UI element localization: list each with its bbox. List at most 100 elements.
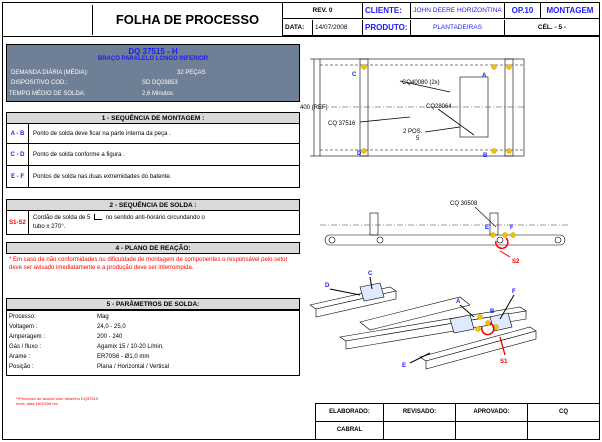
operation: OP.10 (505, 3, 541, 19)
approved-label: APROVADO: (455, 403, 527, 421)
param-label: Processo: (9, 314, 36, 320)
assembly-step: E - F Pontos de solda nas duas extremida… (6, 166, 300, 188)
part-code: DQ 37515 - H (128, 47, 178, 56)
step-text: Pontos de solda nas duas extremidades do… (33, 173, 172, 180)
param-row: Processo: Mag (7, 313, 299, 323)
label-cq37516: CQ 37516 (328, 121, 356, 127)
weld-symbol-icon (94, 214, 103, 221)
param-label: Amperagem : (9, 334, 46, 340)
drawing-svg: 400 (REF) C A D B CQ40080 (2x) CQ28064 C… (300, 58, 570, 370)
step-label: A - B (7, 124, 29, 143)
client-label: CLIENTE: (363, 3, 411, 19)
avg-time-value: 2,6 Minutos (142, 91, 174, 97)
reviewed-label: REVISADO: (383, 403, 455, 421)
weld-text-line1b: no sentido anti-horário circundando o (105, 215, 205, 221)
label-b-iso: B (490, 309, 495, 315)
label-position-number: 5 (416, 136, 420, 142)
param-label: Posição : (9, 364, 34, 370)
daily-demand-row: DEMANDA DIÁRIA (MÉDIA): 32 PEÇAS (7, 69, 301, 79)
param-value: Plana / Horizontal / Vertical (97, 364, 170, 370)
approved-name (455, 421, 527, 439)
ref-dimension: 400 (REF) (300, 105, 328, 111)
params-section-title: 5 - PARÂMETROS DE SOLDA: (6, 298, 300, 310)
reaction-text: * Em caso de não conformidades ou dificu… (9, 257, 288, 271)
weld-points-side (490, 232, 516, 238)
label-f-iso: F (512, 289, 516, 295)
part-info-panel: DQ 37515 - H BRAÇO PARALELO LONGO INFERI… (6, 44, 300, 102)
top-view (310, 58, 525, 157)
device-label: DISPOSITIVO COD.: (11, 80, 68, 86)
label-s2: S2 (512, 259, 520, 265)
param-row: Arame :ER70S6 - Ø1,0 mm (7, 353, 299, 363)
weld-points-iso (475, 314, 499, 332)
param-value: 24,0 - 25,0 (97, 324, 126, 330)
step-label: C - D (7, 144, 29, 165)
param-row: Amperagem : 200 - 240 (7, 333, 299, 343)
label-cq40080: CQ40080 (2x) (402, 80, 440, 86)
approval-footer: ELABORADO: REVISADO: APROVADO: CQ CABRAL (315, 403, 599, 439)
label-c-iso: C (368, 271, 373, 277)
operation-type: MONTAGEM (541, 3, 599, 19)
reviewed-name (383, 421, 455, 439)
label-b: B (483, 153, 488, 159)
device-row: DISPOSITIVO COD.: SD DQ28853 (7, 79, 301, 89)
assembly-step: A - B Ponto de solda deve ficar na parte… (6, 124, 300, 144)
param-value: Mag (97, 314, 109, 320)
part-description: BRAÇO PARALELO LONGO INFERIOR (97, 56, 209, 62)
daily-demand-label: DEMANDA DIÁRIA (MÉDIA): (11, 70, 89, 76)
step-text: Ponto de solda conforme a figura . (33, 151, 125, 158)
weld-text: Cordão de solda de 5 no sentido anti-hor… (33, 214, 205, 232)
client-value: JOHN DEERE HORIZONTINA (411, 3, 505, 19)
label-d-iso: D (325, 283, 330, 289)
avg-time-row: TEMPO MÉDIO DE SOLDA: 2,6 Minutos (7, 90, 301, 100)
weld-text-line1: Cordão de solda de 5 (33, 215, 91, 221)
step-text: Ponto de solda deve ficar na parte inter… (33, 130, 171, 137)
label-e-iso: E (402, 363, 406, 369)
label-c: C (352, 72, 357, 78)
logo (5, 5, 93, 35)
welding-step: S1-S2 Cordão de solda de 5 no sentido an… (6, 211, 300, 235)
label-s1: S1 (500, 359, 508, 365)
param-value: Agamix 15 / 10-20 L/min. (97, 344, 164, 350)
assembly-step: C - D Ponto de solda conforme a figura . (6, 144, 300, 166)
step-label: E - F (7, 166, 29, 187)
label-positions: 2 POS. (403, 129, 423, 135)
welding-section-title: 2 - SEQUÊNCIA DE SOLDA : (6, 199, 300, 211)
weld-label: S1-S2 (7, 211, 29, 234)
date-label: DATA: (283, 20, 313, 36)
weld-points-top (361, 64, 512, 154)
product-label: PRODUTO: (363, 20, 411, 36)
param-value: ER70S6 - Ø1,0 mm (97, 354, 150, 360)
param-label: Voltagem : (9, 324, 38, 330)
document-title: FOLHA DE PROCESSO (93, 3, 283, 36)
date-value: 14/07/2008 (313, 20, 363, 36)
assembly-section-title: 1 - SEQUÊNCIA DE MONTAGEM : (6, 112, 300, 124)
daily-demand-value: 32 PEÇAS (177, 70, 206, 76)
param-row: Gás / fluxo : Agamix 15 / 10-20 L/min. (7, 343, 299, 353)
label-a: A (482, 73, 487, 79)
param-row: Voltagem : 24,0 - 25,0 (7, 323, 299, 333)
side-view (320, 212, 570, 246)
product-value: PLANTADEIRAS (411, 20, 505, 36)
label-cq28064: CQ28064 (426, 104, 452, 110)
revision: REV. 0 (283, 3, 363, 19)
label-d: D (357, 151, 362, 157)
weld-text-line2: tubo ± 270°. (33, 224, 66, 230)
prepared-label: ELABORADO: (315, 403, 383, 421)
doc-code: CQ (527, 403, 599, 421)
label-a-iso: A (456, 299, 461, 305)
params-table: Processo: Mag Voltagem : 24,0 - 25,0 Amper… (6, 310, 300, 376)
label-cq30508: CQ 30508 (450, 201, 478, 207)
cell-number: CÉL. - 5 - (505, 20, 599, 36)
reaction-section-title: 4 - PLANO DE REAÇÃO: (6, 242, 300, 254)
header: FOLHA DE PROCESSO REV. 0 DATA: 14/07/200… (3, 3, 599, 37)
param-value: 200 - 240 (97, 334, 123, 340)
device-value: SD DQ28853 (142, 80, 178, 86)
param-label: Gás / fluxo : (9, 344, 42, 350)
label-e-side: E (485, 225, 489, 231)
label-f-side: F (510, 225, 514, 231)
prepared-name: CABRAL (315, 421, 383, 439)
code-value (527, 421, 599, 439)
avg-time-label: TEMPO MÉDIO DE SOLDA: (9, 91, 86, 97)
